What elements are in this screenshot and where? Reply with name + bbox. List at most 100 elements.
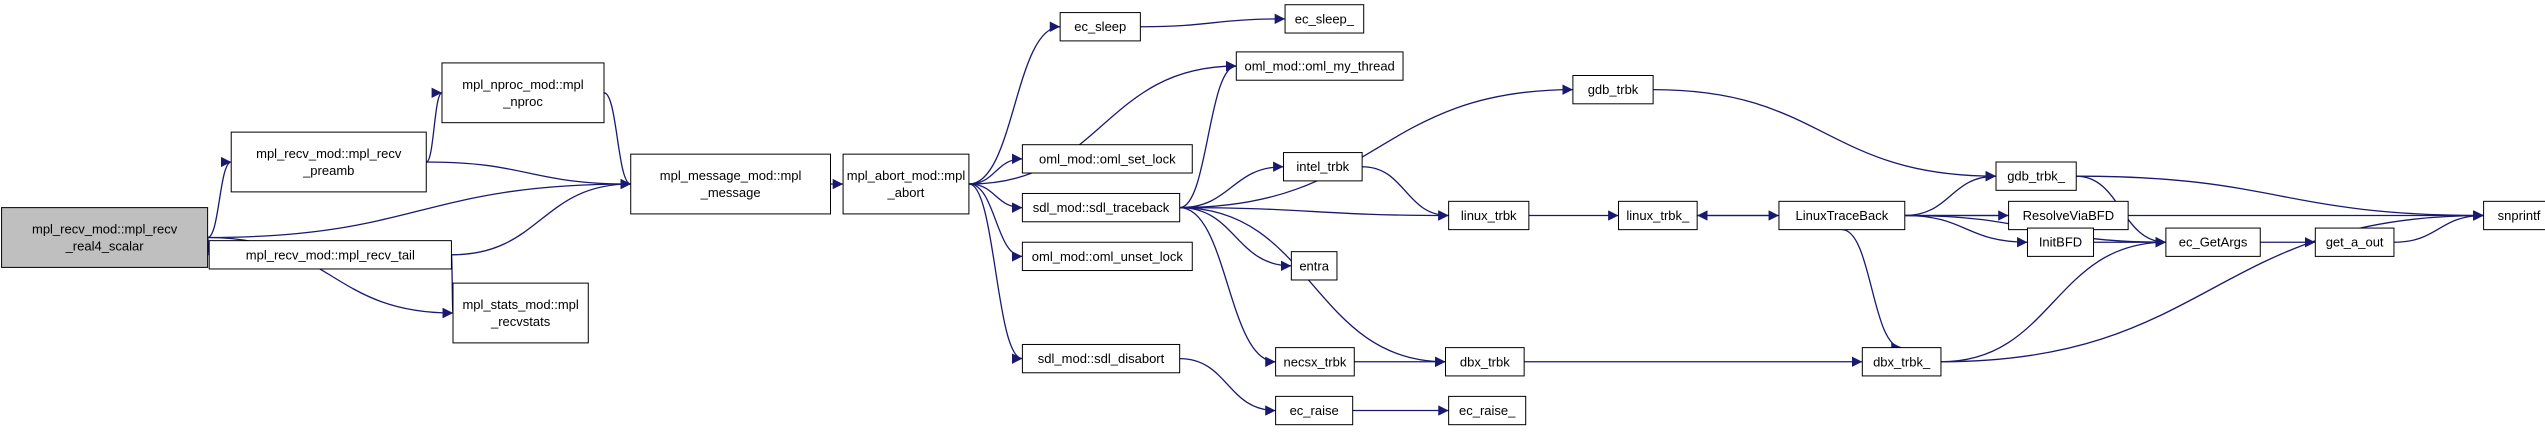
node-intel-trbk[interactable]: intel_trbk <box>1282 152 1363 182</box>
node-box <box>1282 152 1363 182</box>
node-box <box>842 153 970 215</box>
node-box <box>1572 74 1654 105</box>
node-label: ResolveViaBFD <box>2023 208 2115 223</box>
node-label: ec_raise_ <box>1459 403 1516 418</box>
node-label: dbx_trbk_ <box>1873 354 1931 369</box>
node-linuxtraceback[interactable]: LinuxTraceBack <box>1778 200 1906 231</box>
edge-sdl-disabort-to-ec-raise <box>1179 357 1276 416</box>
node-oml-unset-lock[interactable]: oml_mod::oml_unset_lock <box>1021 241 1193 272</box>
edge-sdl-traceback-to-oml-my-thread <box>1179 60 1237 209</box>
node-box <box>1290 251 1338 281</box>
edge-linuxtraceback-to-dbx-trbk- <box>1841 228 1902 353</box>
node-box <box>208 240 452 270</box>
node-label: InitBFD <box>2039 235 2082 250</box>
node-box <box>2008 200 2129 231</box>
node-necsx-trbk[interactable]: necsx_trbk <box>1275 347 1355 377</box>
node-recv-tail[interactable]: mpl_recv_mod::mpl_recv_tail <box>208 240 452 270</box>
edge-gdb-trbk--to-snprintf <box>2076 175 2484 221</box>
node-sdl-disabort[interactable]: sdl_mod::sdl_disabort <box>1021 343 1181 374</box>
edge-intel-trbk-to-linux-trbk <box>1362 166 1449 221</box>
edge-linuxtraceback-to-gdb-trbk- <box>1904 170 1997 217</box>
node-box <box>630 153 831 215</box>
node-box <box>230 131 427 193</box>
node-label: LinuxTraceBack <box>1795 208 1888 223</box>
node-label: mpl_nproc_mod::mpl <box>462 77 583 92</box>
node-gdb-trbk-underscore[interactable]: gdb_trbk_ <box>1995 161 2077 191</box>
node-label: _real4_scalar <box>65 239 145 254</box>
node-root[interactable]: mpl_recv_mod::mpl_recv_real4_scalar <box>1 207 209 268</box>
edge-abort-to-ec-sleep <box>968 21 1061 185</box>
node-label: mpl_recv_mod::mpl_recv_tail <box>246 247 415 262</box>
node-label: _preamb <box>302 163 354 178</box>
node-label: oml_mod::oml_unset_lock <box>1032 249 1184 264</box>
edge-recv-tail-to-message <box>451 178 631 256</box>
node-box <box>2026 227 2095 257</box>
node-dbx-trbk-underscore[interactable]: dbx_trbk_ <box>1861 347 1942 377</box>
edge-gdb-trbk-to-gdb-trbk- <box>1653 89 1997 182</box>
node-linux-trbk-underscore[interactable]: linux_trbk_ <box>1618 200 1698 231</box>
node-get-a-out[interactable]: get_a_out <box>2314 227 2395 257</box>
node-label: intel_trbk <box>1296 159 1349 174</box>
edge-ec-sleep-to-ec-sleep- <box>1140 13 1286 28</box>
edge-layer <box>198 13 2484 416</box>
node-label: ec_raise <box>1290 403 1339 418</box>
node-gdb-trbk[interactable]: gdb_trbk <box>1572 74 1654 105</box>
node-initbfd[interactable]: InitBFD <box>2026 227 2095 257</box>
node-ec-sleep-underscore[interactable]: ec_sleep_ <box>1284 4 1365 34</box>
node-nproc[interactable]: mpl_nproc_mod::mpl_nproc <box>441 62 605 124</box>
node-ec-raise-underscore[interactable]: ec_raise_ <box>1448 395 1527 426</box>
node-label: mpl_recv_mod::mpl_recv <box>256 146 402 161</box>
edge-dbx-trbk--to-ec-getargs <box>1940 237 2166 363</box>
node-label: sdl_mod::sdl_traceback <box>1033 200 1170 215</box>
node-layer: mpl_recv_mod::mpl_recv_real4_scalarmpl_r… <box>1 4 2545 426</box>
node-snprintf[interactable]: snprintf <box>2483 200 2545 231</box>
node-label: dbx_trbk <box>1460 354 1510 369</box>
node-recv-preamb[interactable]: mpl_recv_mod::mpl_recv_preamb <box>230 131 427 193</box>
node-message[interactable]: mpl_message_mod::mpl_message <box>630 153 831 215</box>
node-box <box>1275 395 1354 426</box>
edge-sdl-traceback-to-gdb-trbk <box>1179 84 1573 209</box>
node-box <box>1021 343 1181 374</box>
node-oml-set-lock[interactable]: oml_mod::oml_set_lock <box>1021 144 1193 174</box>
node-box <box>1995 161 2077 191</box>
node-sdl-traceback[interactable]: sdl_mod::sdl_traceback <box>1021 192 1181 223</box>
edge-recv-preamb-to-nproc <box>425 87 443 163</box>
node-box <box>2165 227 2261 257</box>
node-entra[interactable]: entra <box>1290 251 1338 281</box>
edge-sdl-traceback-to-necsx-trbk <box>1179 206 1276 367</box>
node-box <box>1861 347 1942 377</box>
edge-abort-to-sdl-traceback <box>968 183 1023 213</box>
edge-sdl-traceback-to-intel-trbk <box>1179 161 1284 209</box>
edge-sdl-traceback-to-linux-trbk <box>1179 206 1449 221</box>
node-linux-trbk[interactable]: linux_trbk <box>1448 200 1530 231</box>
node-oml-my-thread[interactable]: oml_mod::oml_my_thread <box>1235 51 1404 81</box>
node-ec-sleep[interactable]: ec_sleep <box>1059 12 1141 42</box>
node-label: entra <box>1299 258 1329 273</box>
node-label: ec_GetArgs <box>2179 235 2248 250</box>
node-box <box>1618 200 1698 231</box>
node-label: ec_sleep <box>1074 19 1126 34</box>
node-resolveviabfd[interactable]: ResolveViaBFD <box>2008 200 2129 231</box>
node-abort[interactable]: mpl_abort_mod::mpl_abort <box>842 153 970 215</box>
node-label: oml_mod::oml_set_lock <box>1039 151 1176 166</box>
edge-root-to-message <box>207 178 631 239</box>
node-box <box>1021 144 1193 174</box>
node-box <box>1444 347 1525 377</box>
node-dbx-trbk[interactable]: dbx_trbk <box>1444 347 1525 377</box>
node-label: gdb_trbk_ <box>2007 169 2066 184</box>
node-box <box>1778 200 1906 231</box>
node-label: snprintf <box>2498 208 2541 223</box>
node-ec-getargs[interactable]: ec_GetArgs <box>2165 227 2261 257</box>
node-recvstats[interactable]: mpl_stats_mod::mpl_recvstats <box>452 282 589 344</box>
edge-sdl-traceback-to-dbx-trbk <box>1179 206 1446 367</box>
node-label: mpl_recv_mod::mpl_recv <box>32 222 178 237</box>
edge-get-a-out-to-snprintf <box>2393 210 2484 243</box>
edge-sdl-traceback-to-entra <box>1179 206 1292 272</box>
node-box <box>1275 347 1355 377</box>
node-label: _abort <box>887 185 925 200</box>
node-label: mpl_abort_mod::mpl <box>847 168 966 183</box>
node-ec-raise[interactable]: ec_raise <box>1275 395 1354 426</box>
node-box <box>1021 192 1181 223</box>
edge-abort-to-sdl-disabort <box>968 183 1023 364</box>
